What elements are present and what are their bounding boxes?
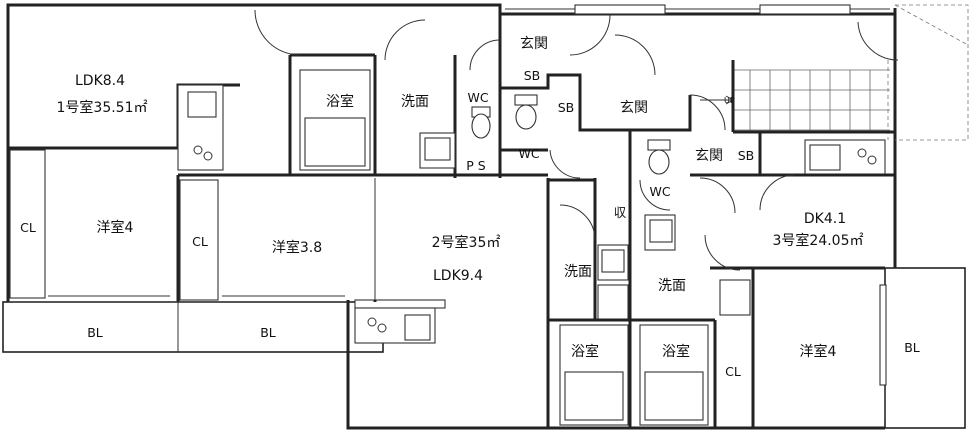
ps-label: P S bbox=[466, 158, 486, 173]
unit3-name-label: 3号室24.05㎡ bbox=[773, 232, 864, 249]
balcony-rails bbox=[879, 284, 887, 420]
storage-label: 収 bbox=[614, 205, 627, 220]
unit3-dk-label: DK4.1 bbox=[804, 211, 846, 227]
unit3-wc-label: WC bbox=[649, 184, 670, 199]
unit1-name-label: 1号室35.51㎡ bbox=[57, 99, 148, 116]
unit1-sb-label: SB bbox=[524, 68, 541, 83]
unit1-ldk-label: LDK8.4 bbox=[75, 73, 125, 89]
unit2-closet-label: CL bbox=[192, 234, 208, 249]
unit3-entrance-label: 玄関 bbox=[695, 147, 723, 164]
wash-basins bbox=[419, 132, 751, 321]
unit3-sb-label: SB bbox=[738, 148, 755, 163]
unit1-balcony-label: BL bbox=[87, 325, 103, 340]
unit2-entrance-label: 玄関 bbox=[620, 99, 648, 116]
unit2-name-label: 2号室35㎡ bbox=[432, 234, 501, 251]
staircase-area bbox=[700, 4, 969, 141]
unit2-wash-label: 洗面 bbox=[564, 264, 592, 280]
unit1-wc-label: WC bbox=[467, 90, 488, 105]
stairs-up-label: UP bbox=[724, 96, 735, 105]
bathtubs bbox=[299, 69, 709, 426]
unit2-wc-label: WC bbox=[518, 146, 539, 161]
unit1-entrance-label: 玄関 bbox=[520, 35, 548, 52]
kitchen-fixtures bbox=[177, 84, 886, 344]
unit2-sb-label: SB bbox=[558, 100, 575, 115]
unit1-wash-label: 洗面 bbox=[401, 94, 429, 110]
toilets bbox=[471, 94, 671, 175]
unit2-bath-label: 浴室 bbox=[571, 343, 599, 360]
room-labels: LDK8.4 1号室35.51㎡ 浴室 洗面 WC P S 玄関 SB SB 玄… bbox=[20, 35, 920, 379]
unit1-closet-label: CL bbox=[20, 220, 36, 235]
unit2-ldk-label: LDK9.4 bbox=[433, 268, 483, 284]
door-swings bbox=[254, 9, 899, 271]
closets bbox=[9, 149, 345, 301]
unit3-bath-label: 浴室 bbox=[662, 343, 690, 360]
unit1-western-room-label: 洋室4 bbox=[97, 219, 134, 236]
unit3-balcony-label: BL bbox=[904, 340, 920, 355]
unit3-closet-label: CL bbox=[725, 364, 741, 379]
unit3-wash-label: 洗面 bbox=[658, 278, 686, 294]
unit1-bath-label: 浴室 bbox=[326, 93, 354, 110]
unit2-western-room-label: 洋室3.8 bbox=[272, 239, 322, 256]
unit3-western-room-label: 洋室4 bbox=[800, 343, 837, 360]
unit2-balcony-label: BL bbox=[260, 325, 276, 340]
